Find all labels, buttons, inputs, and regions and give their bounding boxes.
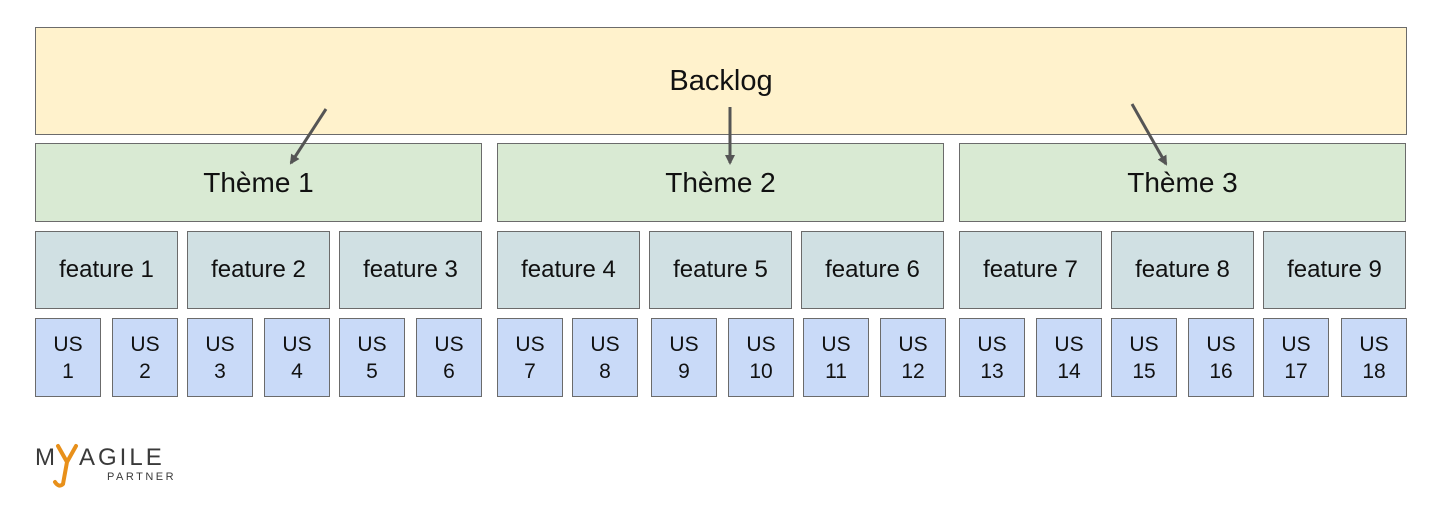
logo-graphic: M AGILE PARTNER	[35, 444, 176, 488]
user-story-prefix: US	[205, 332, 235, 356]
svg-text:M: M	[35, 444, 58, 471]
user-story-prefix: US	[515, 332, 545, 356]
backlog-box: Backlog	[35, 27, 1407, 135]
user-story-box-9: US 9	[651, 318, 717, 397]
user-story-number: 17	[1284, 359, 1308, 383]
user-story-number: 2	[139, 359, 151, 383]
theme-box-3: Thème 3	[959, 143, 1406, 222]
user-story-box-2: US 2	[112, 318, 178, 397]
user-story-prefix: US	[130, 332, 160, 356]
user-story-box-16: US 16	[1188, 318, 1254, 397]
user-story-prefix: US	[977, 332, 1007, 356]
user-story-prefix: US	[434, 332, 464, 356]
feature-label: feature 5	[673, 256, 768, 283]
user-story-number: 14	[1057, 359, 1081, 383]
feature-box-7: feature 7	[959, 231, 1102, 309]
feature-box-1: feature 1	[35, 231, 178, 309]
user-story-prefix: US	[1206, 332, 1236, 356]
user-story-number: 9	[678, 359, 690, 383]
user-story-box-17: US 17	[1263, 318, 1329, 397]
user-story-prefix: US	[898, 332, 928, 356]
user-story-number: 6	[443, 359, 455, 383]
svg-text:AGILE: AGILE	[79, 444, 165, 471]
theme-label: Thème 2	[665, 166, 776, 198]
user-story-number: 13	[980, 359, 1004, 383]
theme-label: Thème 1	[203, 166, 314, 198]
feature-label: feature 6	[825, 256, 920, 283]
user-story-box-14: US 14	[1036, 318, 1102, 397]
user-story-prefix: US	[357, 332, 387, 356]
user-story-number: 10	[749, 359, 773, 383]
svg-text:PARTNER: PARTNER	[107, 471, 176, 483]
feature-box-9: feature 9	[1263, 231, 1406, 309]
feature-box-2: feature 2	[187, 231, 330, 309]
feature-label: feature 3	[363, 256, 458, 283]
user-story-number: 18	[1362, 359, 1386, 383]
user-story-prefix: US	[746, 332, 776, 356]
theme-box-2: Thème 2	[497, 143, 944, 222]
user-story-prefix: US	[669, 332, 699, 356]
backlog-label: Backlog	[669, 64, 773, 97]
user-story-prefix: US	[1359, 332, 1389, 356]
feature-label: feature 8	[1135, 256, 1230, 283]
user-story-prefix: US	[590, 332, 620, 356]
user-story-number: 3	[214, 359, 226, 383]
user-story-number: 16	[1209, 359, 1233, 383]
user-story-box-3: US 3	[187, 318, 253, 397]
feature-label: feature 1	[59, 256, 154, 283]
user-story-number: 11	[825, 359, 847, 383]
user-story-number: 5	[366, 359, 378, 383]
user-story-box-11: US 11	[803, 318, 869, 397]
user-story-prefix: US	[282, 332, 312, 356]
feature-box-8: feature 8	[1111, 231, 1254, 309]
feature-label: feature 9	[1287, 256, 1382, 283]
user-story-box-8: US 8	[572, 318, 638, 397]
user-story-number: 12	[901, 359, 925, 383]
user-story-prefix: US	[821, 332, 851, 356]
feature-label: feature 4	[521, 256, 616, 283]
user-story-number: 8	[599, 359, 611, 383]
user-story-box-15: US 15	[1111, 318, 1177, 397]
user-story-box-18: US 18	[1341, 318, 1407, 397]
myagile-partner-logo: M AGILE PARTNER	[35, 440, 195, 488]
feature-label: feature 2	[211, 256, 306, 283]
feature-box-5: feature 5	[649, 231, 792, 309]
user-story-prefix: US	[1281, 332, 1311, 356]
feature-box-3: feature 3	[339, 231, 482, 309]
user-story-box-4: US 4	[264, 318, 330, 397]
feature-label: feature 7	[983, 256, 1078, 283]
theme-label: Thème 3	[1127, 166, 1238, 198]
user-story-prefix: US	[53, 332, 83, 356]
user-story-box-7: US 7	[497, 318, 563, 397]
user-story-box-10: US 10	[728, 318, 794, 397]
user-story-number: 4	[291, 359, 303, 383]
user-story-number: 1	[62, 359, 74, 383]
user-story-box-12: US 12	[880, 318, 946, 397]
user-story-box-6: US 6	[416, 318, 482, 397]
user-story-number: 7	[524, 359, 536, 383]
feature-box-4: feature 4	[497, 231, 640, 309]
user-story-prefix: US	[1129, 332, 1159, 356]
user-story-prefix: US	[1054, 332, 1084, 356]
feature-box-6: feature 6	[801, 231, 944, 309]
user-story-box-5: US 5	[339, 318, 405, 397]
user-story-box-1: US 1	[35, 318, 101, 397]
theme-box-1: Thème 1	[35, 143, 482, 222]
user-story-number: 15	[1132, 359, 1156, 383]
logo-y-mark	[53, 444, 78, 488]
user-story-box-13: US 13	[959, 318, 1025, 397]
